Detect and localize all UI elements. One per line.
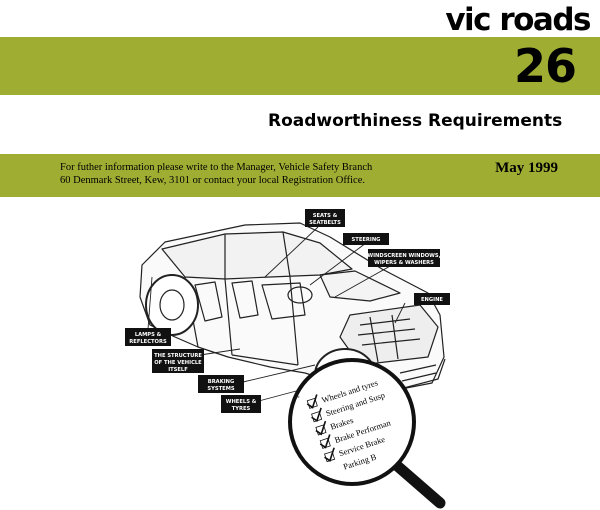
- svg-text:LAMPS &: LAMPS &: [135, 332, 162, 338]
- svg-text:OF THE VEHICLE: OF THE VEHICLE: [154, 360, 202, 366]
- svg-text:ITSELF: ITSELF: [168, 367, 188, 373]
- svg-text:THE STRUCTURE: THE STRUCTURE: [154, 353, 202, 359]
- document-title: Roadworthiness Requirements: [268, 111, 563, 131]
- callout-lamps-reflectors: LAMPS & REFLECTORS: [125, 328, 171, 346]
- svg-text:REFLECTORS: REFLECTORS: [129, 339, 167, 345]
- svg-text:BRAKING: BRAKING: [208, 379, 235, 385]
- callout-seats-seatbelts: SEATS & SEATBELTS: [305, 209, 345, 227]
- svg-text:SYSTEMS: SYSTEMS: [207, 386, 234, 392]
- svg-text:WHEELS &: WHEELS &: [226, 399, 257, 405]
- svg-text:ENGINE: ENGINE: [421, 297, 443, 303]
- callout-windscreen-wipers: WINDSCREEN WINDOWS, WIPERS & WASHERS: [367, 249, 441, 267]
- svg-text:WINDSCREEN WINDOWS,: WINDSCREEN WINDOWS,: [367, 253, 440, 259]
- issue-date: May 1999: [495, 160, 558, 176]
- callout-braking-systems: BRAKING SYSTEMS: [198, 375, 244, 393]
- contact-info: For futher information please write to t…: [60, 161, 372, 187]
- callout-wheels-tyres: WHEELS & TYRES: [221, 395, 261, 413]
- vicroads-logo: vic roads: [445, 2, 591, 38]
- title-band: [0, 37, 600, 95]
- svg-text:SEATS &: SEATS &: [313, 213, 338, 219]
- magnifying-glass-icon: [288, 358, 446, 509]
- issue-number: 26: [513, 39, 577, 93]
- callout-engine: ENGINE: [414, 293, 450, 305]
- svg-text:TYRES: TYRES: [232, 406, 251, 412]
- contact-line-2: 60 Denmark Street, Kew, 3101 or contact …: [60, 175, 365, 186]
- contact-line-1: For futher information please write to t…: [60, 162, 373, 173]
- svg-text:STEERING: STEERING: [352, 237, 381, 243]
- svg-text:WIPERS & WASHERS: WIPERS & WASHERS: [374, 260, 434, 266]
- check-mark-icon: [306, 394, 335, 462]
- info-band: [0, 154, 600, 197]
- car-illustration: SEATS & SEATBELTS STEERING WINDSCREEN WI…: [125, 209, 450, 509]
- callout-vehicle-structure: THE STRUCTURE OF THE VEHICLE ITSELF: [152, 349, 204, 373]
- callout-steering: STEERING: [343, 233, 389, 245]
- svg-text:SEATBELTS: SEATBELTS: [309, 220, 341, 226]
